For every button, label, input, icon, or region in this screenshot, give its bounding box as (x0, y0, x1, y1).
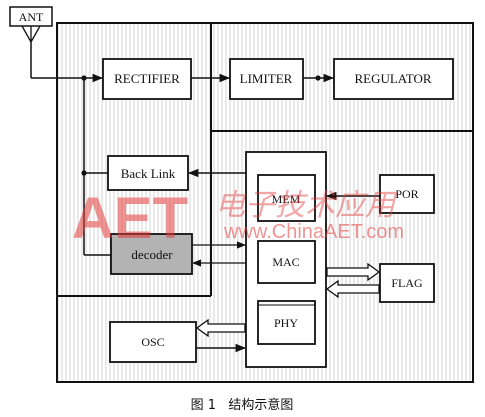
back-link-block (107, 155, 189, 191)
mem-label: MEM (272, 192, 301, 206)
watermark-logo: AET 电子技术应用 www.ChinaAET.com (72, 186, 404, 251)
phy-label: PHY (274, 316, 298, 330)
rectifier-label: RECTIFIER (114, 71, 180, 86)
regulator-label: REGULATOR (354, 71, 431, 86)
antenna-label: ANT (19, 10, 44, 24)
back-link-label: Back Link (121, 166, 176, 181)
decoder-label: decoder (131, 247, 173, 262)
svg-text:电子技术应用: 电子技术应用 (215, 188, 398, 223)
mac-label: MAC (272, 255, 299, 269)
regulator-block (333, 58, 454, 100)
figure-caption: 图 1 结构示意图 (191, 397, 294, 413)
por-block (379, 174, 435, 214)
mac-block (257, 240, 316, 284)
limiter-label: LIMITER (240, 71, 293, 86)
mem-block (257, 174, 316, 222)
osc-block (109, 321, 197, 363)
osc-label: OSC (141, 335, 164, 349)
por-label: POR (395, 187, 418, 201)
decoder-block (110, 233, 193, 275)
bus-arrow-from-flag-icon (325, 279, 380, 299)
antenna: ANT (9, 6, 53, 78)
phy-block (257, 300, 316, 345)
bus-arrow-to-flag-icon (326, 262, 381, 282)
antenna-symbol-icon (21, 25, 41, 44)
bus-arrow-to-osc-icon (195, 318, 246, 338)
svg-text:www.ChinaAET.com: www.ChinaAET.com (223, 221, 404, 243)
flag-label: FLAG (391, 276, 423, 290)
junction-dot-limiter (315, 75, 321, 81)
flag-block (379, 263, 435, 303)
svg-text:AET: AET (72, 186, 188, 251)
limiter-block (229, 58, 304, 100)
rectifier-block (102, 58, 192, 100)
